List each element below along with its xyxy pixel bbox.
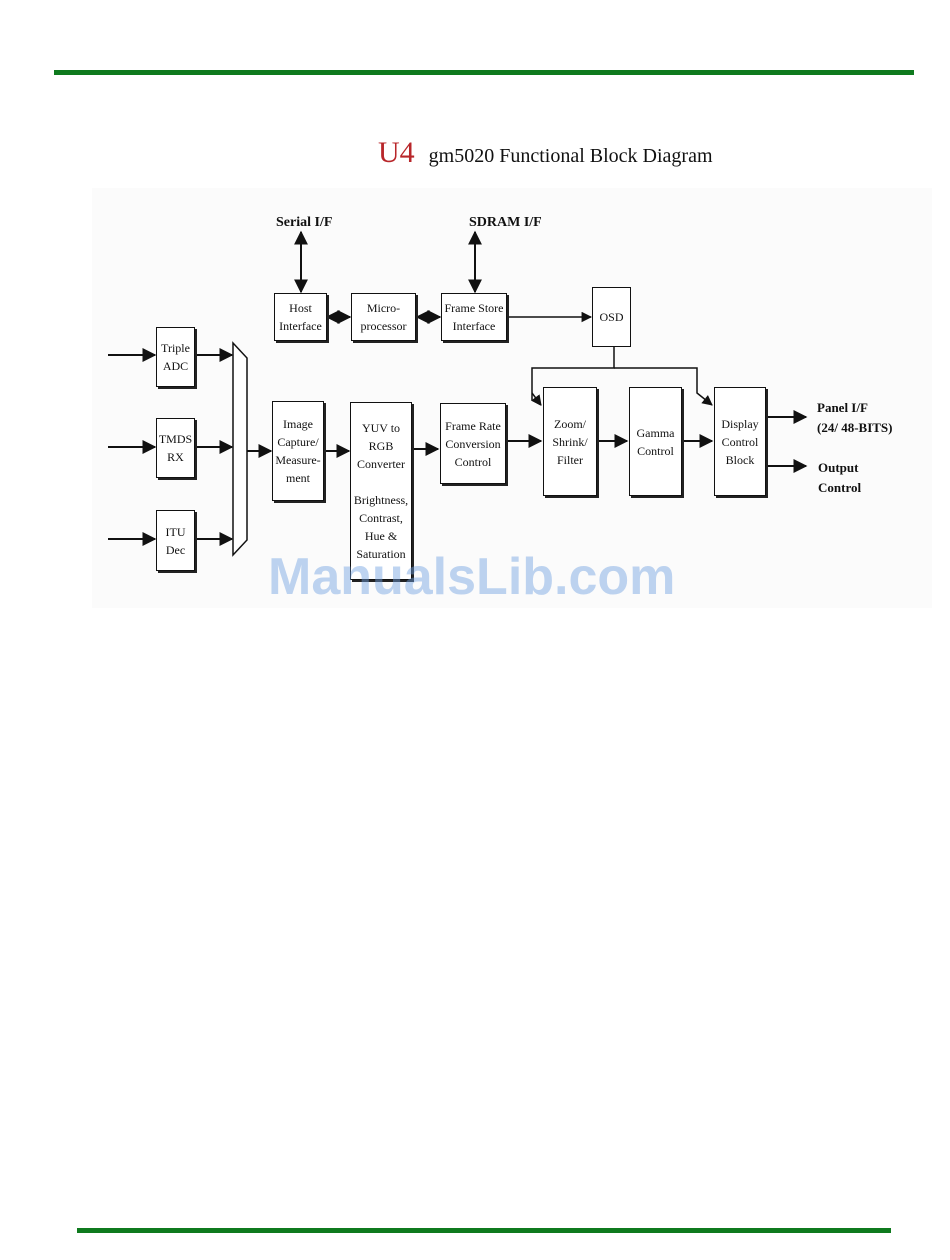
gamma-control-label: Gamma Control [636, 425, 675, 458]
triple-adc-label: Triple ADC [161, 341, 190, 373]
top-rule [54, 70, 914, 75]
itu-dec-label: ITU Dec [165, 524, 186, 557]
display-control-label: Display Control Block [721, 416, 759, 467]
output-control-label: Output Control [818, 460, 862, 496]
microprocessor-label: Micro- processor [360, 301, 407, 333]
yuv-rgb-converter-block: YUV to RGB Converter Brightness, Contras… [350, 402, 412, 580]
wire-osd-display [614, 367, 713, 406]
image-capture-label: Image Capture/ Measure- ment [275, 417, 321, 485]
itu-dec-block: ITU Dec [156, 510, 195, 571]
image-capture-block: Image Capture/ Measure- ment [272, 401, 324, 501]
gamma-control-block: Gamma Control [629, 387, 682, 496]
frame-rate-conversion-block: Frame Rate Conversion Control [440, 403, 506, 484]
osd-block: OSD [592, 287, 631, 347]
tmds-rx-block: TMDS RX [156, 418, 195, 478]
microprocessor-block: Micro- processor [351, 293, 416, 341]
yuv-rgb-converter-label: YUV to RGB Converter Brightness, Contras… [353, 421, 409, 561]
osd-label: OSD [599, 310, 624, 324]
bottom-rule [77, 1228, 891, 1233]
host-interface-label: Host Interface [279, 301, 322, 333]
panel-if-label: Panel I/F (24/ 48-BITS) [817, 400, 893, 436]
tmds-rx-label: TMDS RX [158, 432, 193, 464]
watermark: ManualsLib.com [268, 548, 676, 606]
diagram-title: U4 gm5020 Functional Block Diagram [378, 136, 713, 170]
title-text: gm5020 Functional Block Diagram [428, 145, 713, 167]
serial-if-label: Serial I/F [276, 215, 333, 230]
frame-rate-conversion-label: Frame Rate Conversion Control [445, 418, 501, 469]
host-interface-block: Host Interface [274, 293, 327, 341]
sdram-if-label: SDRAM I/F [469, 215, 542, 230]
wire-osd-zoom-tip [531, 392, 542, 406]
triple-adc-block: Triple ADC [156, 327, 195, 387]
input-mux [232, 341, 248, 557]
display-control-block: Display Control Block [714, 387, 766, 496]
zoom-shrink-filter-block: Zoom/ Shrink/ Filter [543, 387, 597, 496]
frame-store-interface-block: Frame Store Interface [441, 293, 507, 341]
zoom-shrink-filter-label: Zoom/ Shrink/ Filter [552, 416, 588, 467]
frame-store-interface-label: Frame Store Interface [444, 301, 504, 333]
title-prefix: U4 [378, 136, 415, 169]
